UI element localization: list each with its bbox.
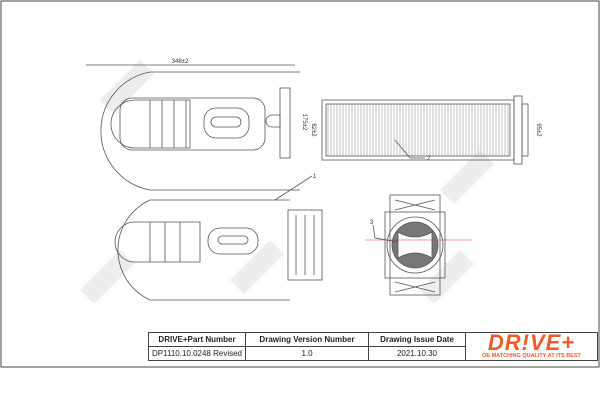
header-issue-date: Drawing Issue Date — [368, 332, 466, 347]
callout-1: 1 — [313, 174, 317, 180]
header-version: Drawing Version Number — [245, 332, 369, 347]
version-value: 1.0 — [245, 346, 369, 361]
part-number-value: DP1110.10.0248 Revised — [148, 346, 246, 361]
drive-plus-logo: DR!VE+ OE MATCHING QUALITY AT ITS BEST — [466, 330, 597, 361]
housing-top-view — [86, 64, 300, 191]
filter-element — [321, 95, 529, 165]
dim-filter-height: 82±2 — [310, 123, 316, 137]
dim-height: 175±2 — [301, 114, 307, 131]
dim-length: 348±2 — [172, 59, 189, 65]
logo-text: DR!VE+ — [487, 330, 576, 355]
title-block: DRIVE+Part Number Drawing Version Number… — [148, 332, 598, 361]
dim-filter-end: 95±2 — [535, 123, 541, 137]
issue-date-value: 2021.10.30 — [368, 346, 466, 361]
callout-2: 2 — [427, 156, 431, 162]
housing-side-view — [114, 175, 323, 301]
header-part-number: DRIVE+Part Number — [148, 332, 246, 347]
watermark — [80, 60, 494, 304]
filter-end-view — [365, 194, 472, 296]
logo-tagline: OE MATCHING QUALITY AT ITS BEST — [482, 353, 581, 359]
callout-3: 3 — [370, 220, 374, 226]
